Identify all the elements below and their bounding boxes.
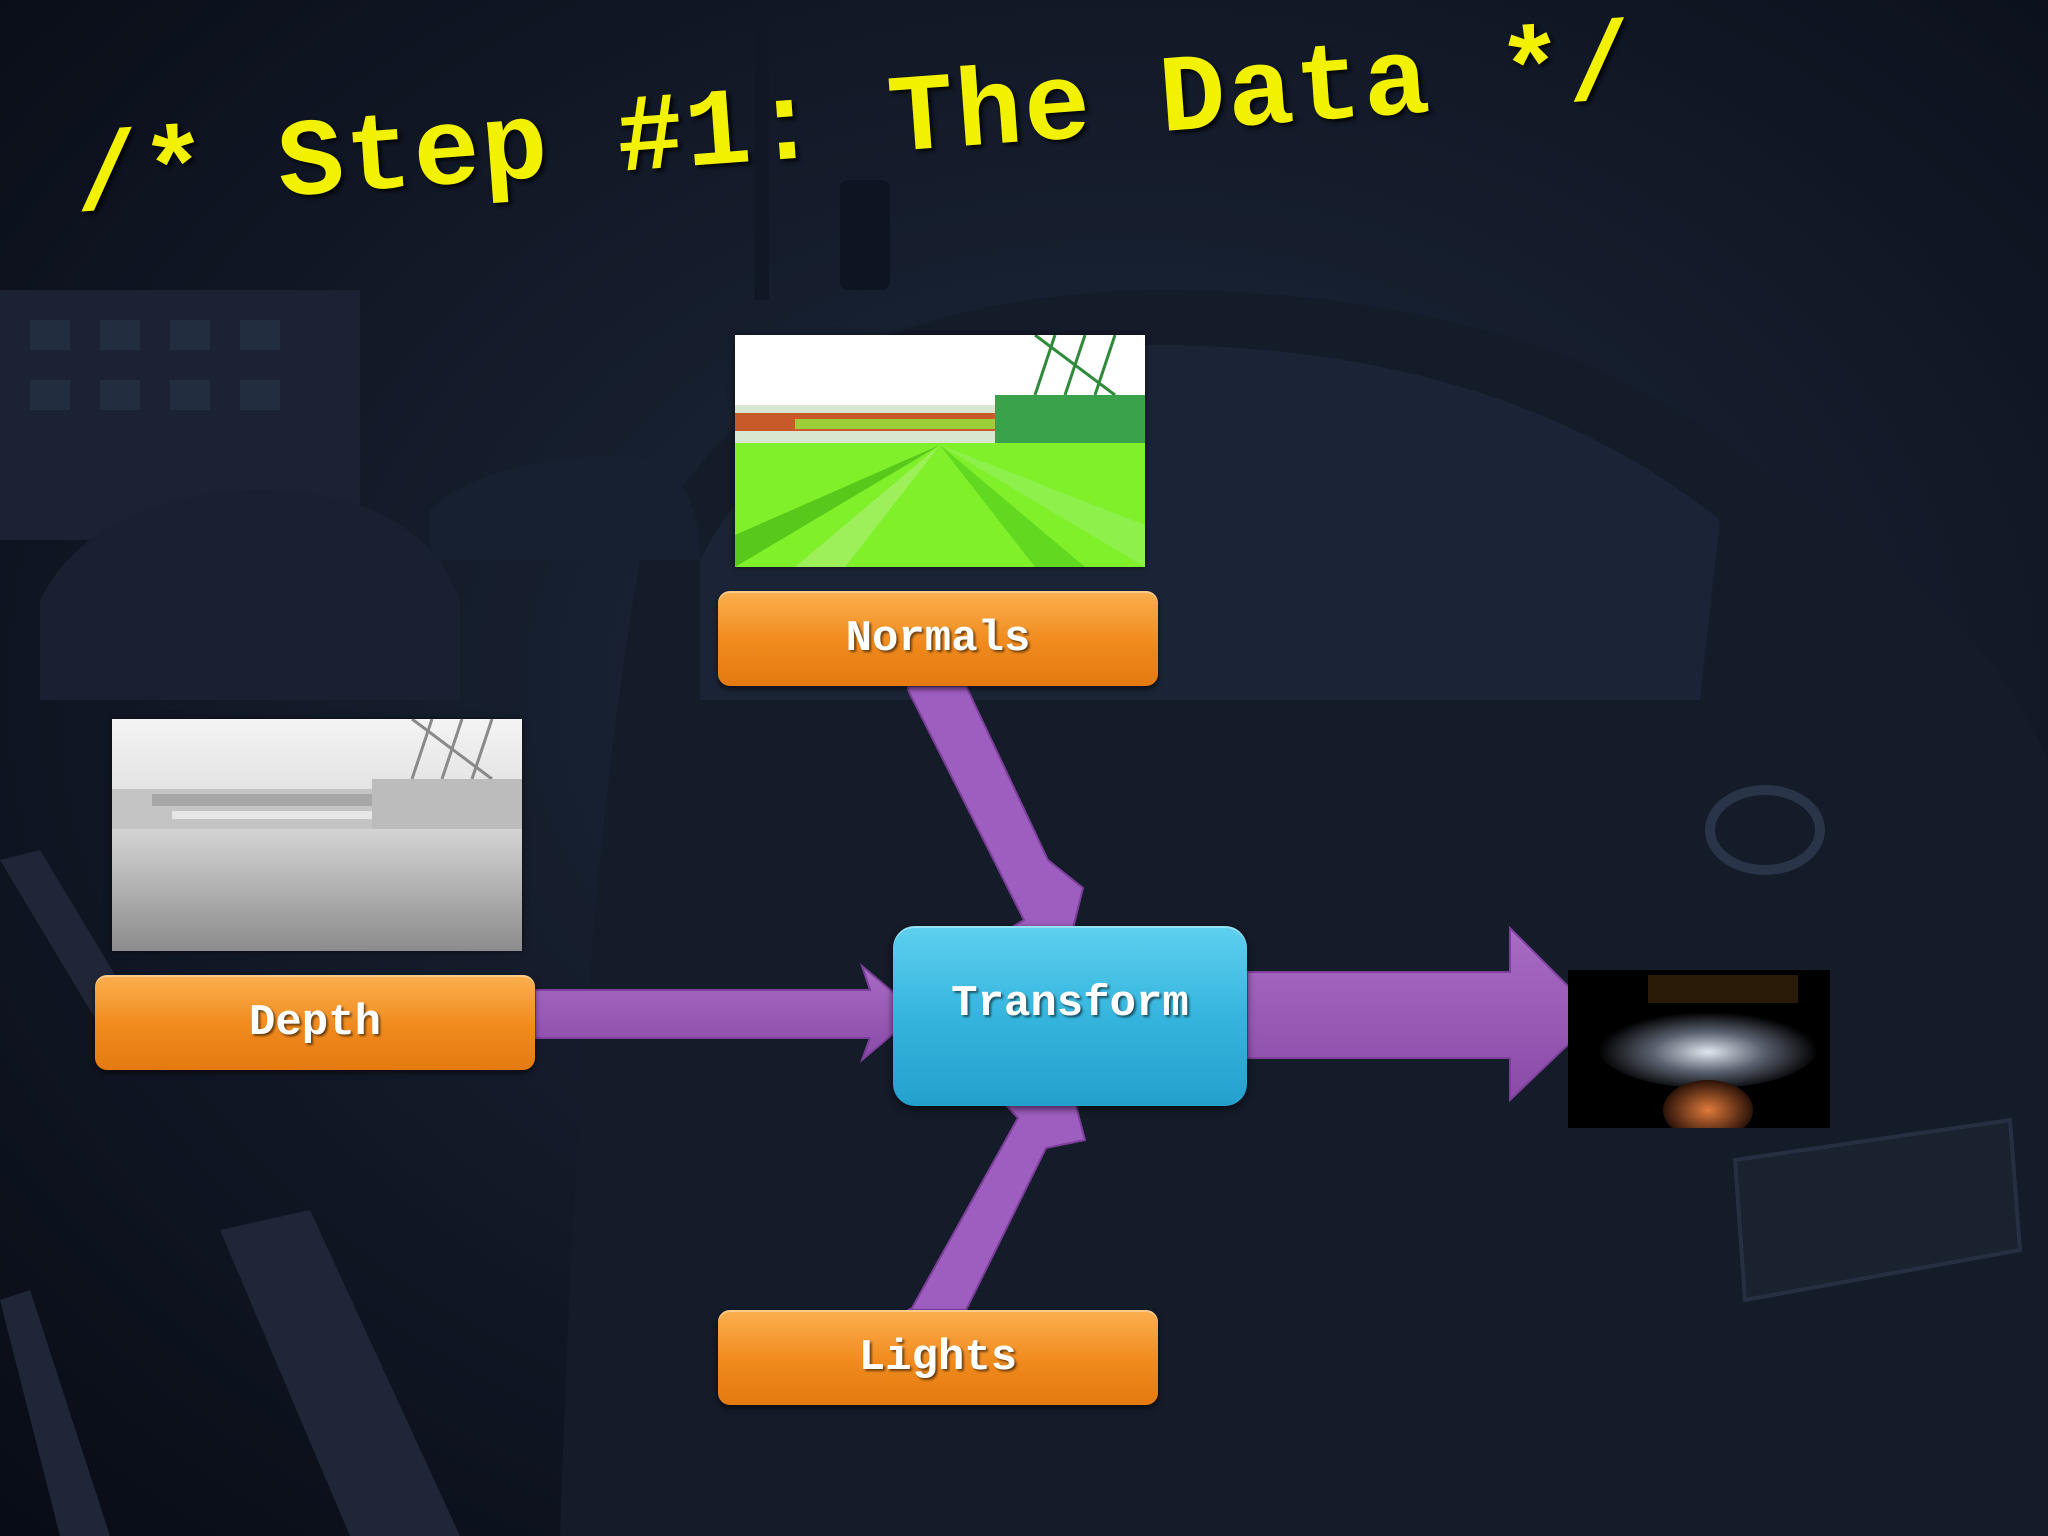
lights-node-label: Lights [858, 1332, 1018, 1383]
normals-node-label: Normals [845, 613, 1031, 664]
arrow-normals-to-transform [907, 685, 1085, 950]
normals-map-image [735, 335, 1145, 567]
arrow-depth-to-transform [534, 962, 920, 1064]
depth-node-label: Depth [248, 997, 382, 1048]
arrow-transform-to-result [1246, 925, 1600, 1103]
arrow-lights-to-transform [907, 1074, 1087, 1311]
normals-node: Normals [718, 591, 1158, 686]
transform-node: Transform [893, 926, 1247, 1106]
transform-node-label: Transform [951, 979, 1189, 1029]
depth-node: Depth [95, 975, 535, 1070]
render-result-image [1568, 970, 1830, 1128]
depth-map-image [112, 719, 522, 951]
lights-node: Lights [718, 1310, 1158, 1405]
